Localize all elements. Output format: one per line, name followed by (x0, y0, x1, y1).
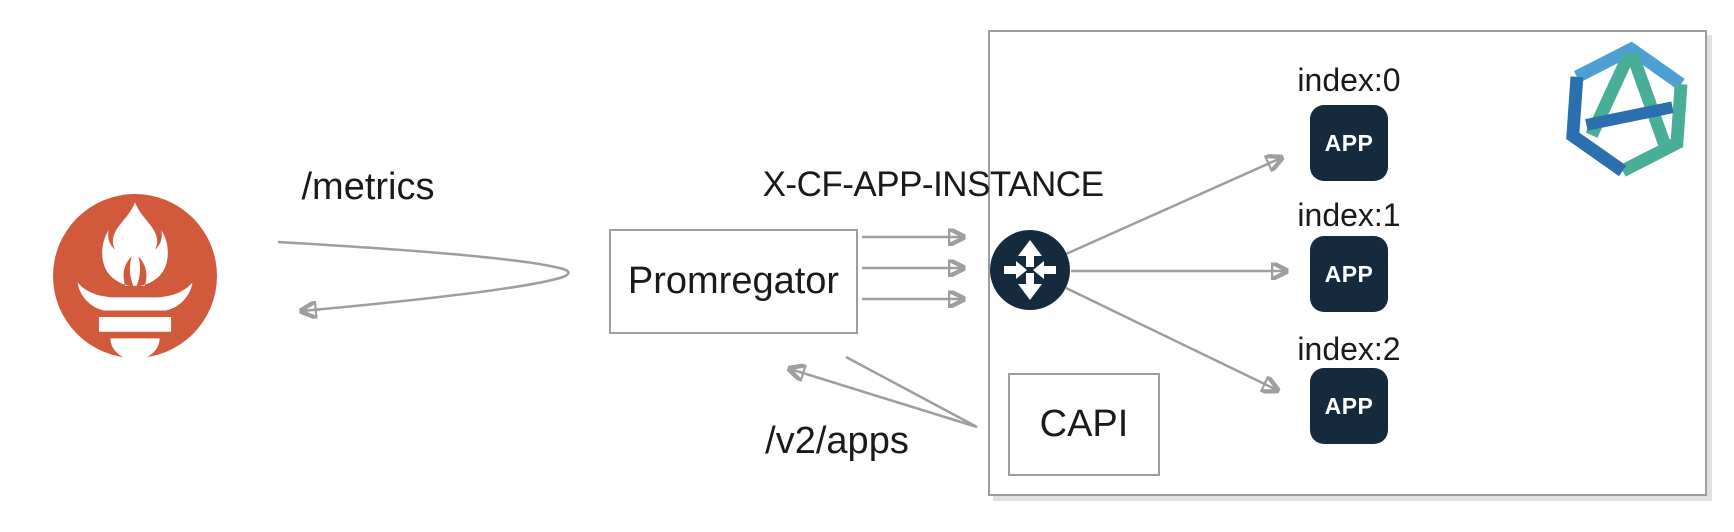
hexlogo-right-edge (1619, 83, 1688, 177)
capi-roundtrip-arrow (790, 355, 978, 429)
prometheus-torch-bar (98, 317, 172, 332)
app-label-2: APP (1324, 392, 1374, 419)
prometheus-flame (102, 202, 168, 286)
app-index-label-2: index:2 (1297, 331, 1401, 367)
app-index-label-1: index:1 (1297, 197, 1401, 233)
metrics-path-label: /metrics (301, 166, 435, 208)
promregator-label: Promregator (627, 260, 840, 302)
app-index-label-0: index:0 (1297, 62, 1401, 98)
prometheus-torch-bowl (77, 282, 193, 311)
promregator-box: Promregator (609, 229, 858, 334)
router-arrow-down (1018, 273, 1042, 300)
prometheus-torch-base (110, 338, 160, 358)
prometheus-logo-icon (53, 194, 217, 358)
app-box-2: APP (1310, 368, 1388, 444)
x-cf-app-instance-label: X-CF-APP-INSTANCE (762, 165, 1104, 204)
hexlogo-top-edge (1574, 41, 1685, 90)
cf-router-icon (990, 230, 1070, 310)
capi-label: CAPI (1039, 403, 1129, 445)
app-label-0: APP (1324, 129, 1374, 156)
hexlogo-a-crossbar (1585, 101, 1674, 131)
v2-apps-path-label: /v2/apps (765, 420, 909, 462)
router-arrow-up (1018, 240, 1042, 267)
app-box-1: APP (1310, 236, 1388, 312)
router-arrow-right-in (1033, 261, 1056, 279)
metrics-roundtrip-arrow (277, 240, 570, 311)
app-box-0: APP (1310, 105, 1388, 181)
router-circle (990, 230, 1070, 310)
hexagon-a-logo-icon (1566, 41, 1688, 177)
hexlogo-a-right-leg (1625, 50, 1674, 155)
capi-box: CAPI (1008, 373, 1160, 476)
router-arrow-left-in (1004, 261, 1027, 279)
app-label-1: APP (1324, 260, 1374, 287)
hexlogo-left-edge (1566, 76, 1627, 177)
